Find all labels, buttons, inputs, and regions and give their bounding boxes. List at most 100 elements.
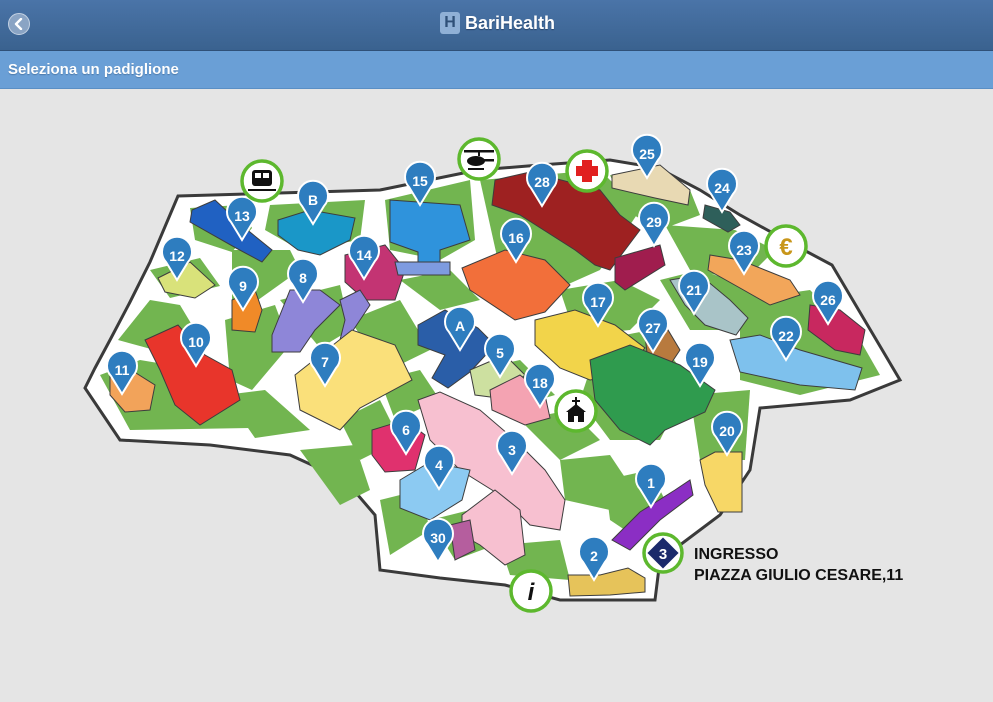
- pin-11[interactable]: 11: [106, 349, 138, 396]
- map-pin-icon: [770, 315, 802, 362]
- pin-23[interactable]: 23: [728, 229, 760, 276]
- pin-10[interactable]: 10: [180, 321, 212, 368]
- map-pin-icon: [404, 160, 436, 207]
- map-pin-icon: [348, 234, 380, 281]
- map-pin-icon: [422, 517, 454, 564]
- page-title: Seleziona un padiglione: [8, 61, 179, 78]
- pin-28[interactable]: 28: [526, 161, 558, 208]
- pin-29[interactable]: 29: [638, 201, 670, 248]
- pin-label: 22: [778, 328, 794, 344]
- pin-25[interactable]: 25: [631, 133, 663, 180]
- map-pin-icon: [582, 281, 614, 328]
- pin-1[interactable]: 1: [635, 462, 667, 509]
- pin-6[interactable]: 6: [390, 409, 422, 456]
- pin-label: 9: [239, 278, 247, 294]
- map-pin-icon: [180, 321, 212, 368]
- pin-16[interactable]: 16: [500, 217, 532, 264]
- pin-label: 17: [590, 294, 606, 310]
- building-3: [417, 391, 566, 531]
- chevron-left-icon: [14, 18, 23, 30]
- pin-label: 26: [820, 292, 836, 308]
- pin-24[interactable]: 24: [706, 167, 738, 214]
- service-emergency[interactable]: [565, 149, 609, 193]
- pin-19[interactable]: 19: [684, 341, 716, 388]
- euro-icon: €: [779, 234, 792, 261]
- map-pin-icon: [484, 332, 516, 379]
- building-29: [614, 244, 666, 291]
- map-pin-icon: [297, 179, 329, 226]
- pin-30[interactable]: 30: [422, 517, 454, 564]
- app-header: H BariHealth: [0, 0, 993, 51]
- pin-A[interactable]: A: [444, 305, 476, 352]
- service-helicopter[interactable]: [457, 137, 501, 181]
- building-13: [189, 199, 273, 263]
- pin-4[interactable]: 4: [423, 444, 455, 491]
- map-pin-icon: [500, 217, 532, 264]
- map-pin-icon: [227, 265, 259, 312]
- pin-13[interactable]: 13: [226, 195, 258, 242]
- pin-label: 4: [435, 457, 443, 473]
- pin-B[interactable]: B: [297, 179, 329, 226]
- pin-label: 19: [692, 354, 708, 370]
- pin-label: 25: [639, 146, 655, 162]
- service-bank[interactable]: €: [764, 224, 808, 268]
- pin-label: 7: [321, 354, 329, 370]
- pin-18[interactable]: 18: [524, 362, 556, 409]
- page-subheader: Seleziona un padiglione: [0, 51, 993, 89]
- pin-5[interactable]: 5: [484, 332, 516, 379]
- pin-label: 30: [430, 530, 446, 546]
- pin-label: B: [308, 192, 318, 208]
- pin-2[interactable]: 2: [578, 535, 610, 582]
- map-pin-icon: [423, 444, 455, 491]
- map-pin-icon: [496, 429, 528, 476]
- church-icon: [566, 397, 586, 422]
- pin-27[interactable]: 27: [637, 307, 669, 354]
- pin-label: 27: [645, 320, 661, 336]
- service-train[interactable]: [240, 159, 284, 203]
- pin-label: 29: [646, 214, 662, 230]
- pin-label: 2: [590, 548, 598, 564]
- pin-label: 11: [115, 362, 130, 378]
- entrance-metro-badge[interactable]: 3: [642, 532, 684, 574]
- map-pin-icon: [390, 409, 422, 456]
- map-pin-icon: [524, 362, 556, 409]
- pin-label: 21: [686, 282, 702, 298]
- building-19: [589, 344, 716, 446]
- entrance-label: INGRESSO PIAZZA GIULIO CESARE,11: [694, 544, 903, 586]
- pin-14[interactable]: 14: [348, 234, 380, 281]
- building-30: [449, 519, 476, 561]
- pin-17[interactable]: 17: [582, 281, 614, 328]
- service-info[interactable]: i: [509, 569, 553, 613]
- back-button[interactable]: [8, 13, 30, 35]
- map-pin-icon: [444, 305, 476, 352]
- pin-7[interactable]: 7: [309, 341, 341, 388]
- map-pin-icon: [526, 161, 558, 208]
- pin-8[interactable]: 8: [287, 257, 319, 304]
- pin-20[interactable]: 20: [711, 410, 743, 457]
- map-pin-icon: [309, 341, 341, 388]
- map-pin-icon: [812, 279, 844, 326]
- info-icon: i: [528, 579, 536, 606]
- pin-label: 8: [299, 270, 307, 286]
- pin-21[interactable]: 21: [678, 269, 710, 316]
- pin-label: 13: [234, 208, 250, 224]
- corridor-14-15: [394, 261, 451, 276]
- pin-3[interactable]: 3: [496, 429, 528, 476]
- building-20: [699, 451, 743, 513]
- pin-label: 10: [188, 334, 204, 350]
- pin-22[interactable]: 22: [770, 315, 802, 362]
- pin-label: 1: [647, 475, 655, 491]
- map-pin-icon: [635, 462, 667, 509]
- app-logo: H BariHealth: [440, 10, 555, 36]
- map-pin-icon: [287, 257, 319, 304]
- entrance-line2: PIAZZA GIULIO CESARE,11: [694, 567, 904, 584]
- pin-label: 23: [736, 242, 752, 258]
- pin-26[interactable]: 26: [812, 279, 844, 326]
- service-church[interactable]: [554, 389, 598, 433]
- pin-15[interactable]: 15: [404, 160, 436, 207]
- pin-9[interactable]: 9: [227, 265, 259, 312]
- building-24: [702, 204, 741, 233]
- pin-label: 28: [534, 174, 550, 190]
- pin-label: 15: [412, 173, 428, 189]
- pin-12[interactable]: 12: [161, 235, 193, 282]
